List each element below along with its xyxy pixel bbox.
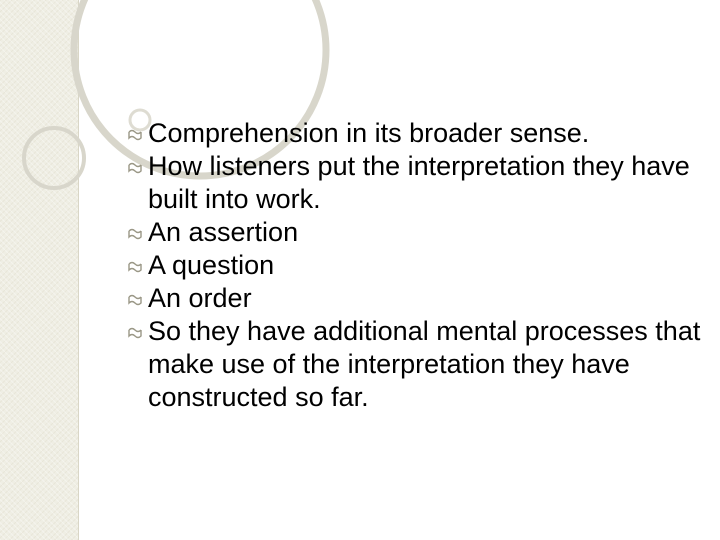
scroll-bullet-icon <box>128 228 142 240</box>
bullet-item: An assertion <box>126 216 706 249</box>
bullet-item: How listeners put the interpretation the… <box>126 150 706 216</box>
bullet-text: Comprehension in its broader sense. <box>148 118 590 148</box>
slide-body: Comprehension in its broader sense. How … <box>126 117 706 414</box>
scroll-bullet-icon <box>128 261 142 273</box>
bullet-text: A question <box>148 250 275 280</box>
bullet-text: How listeners put the interpretation the… <box>148 151 690 214</box>
textured-sidebar <box>0 0 79 540</box>
bullet-item: A question <box>126 249 706 282</box>
bullet-item: An order <box>126 282 706 315</box>
bullet-text: An order <box>148 283 252 313</box>
bullet-text: An assertion <box>148 217 299 247</box>
scroll-bullet-icon <box>128 129 142 141</box>
bullet-text: So they have additional mental processes… <box>148 316 701 412</box>
scroll-bullet-icon <box>128 327 142 339</box>
scroll-bullet-icon <box>128 294 142 306</box>
bullet-item: So they have additional mental processes… <box>126 315 706 414</box>
bullet-item: Comprehension in its broader sense. <box>126 117 706 150</box>
scroll-bullet-icon <box>128 162 142 174</box>
